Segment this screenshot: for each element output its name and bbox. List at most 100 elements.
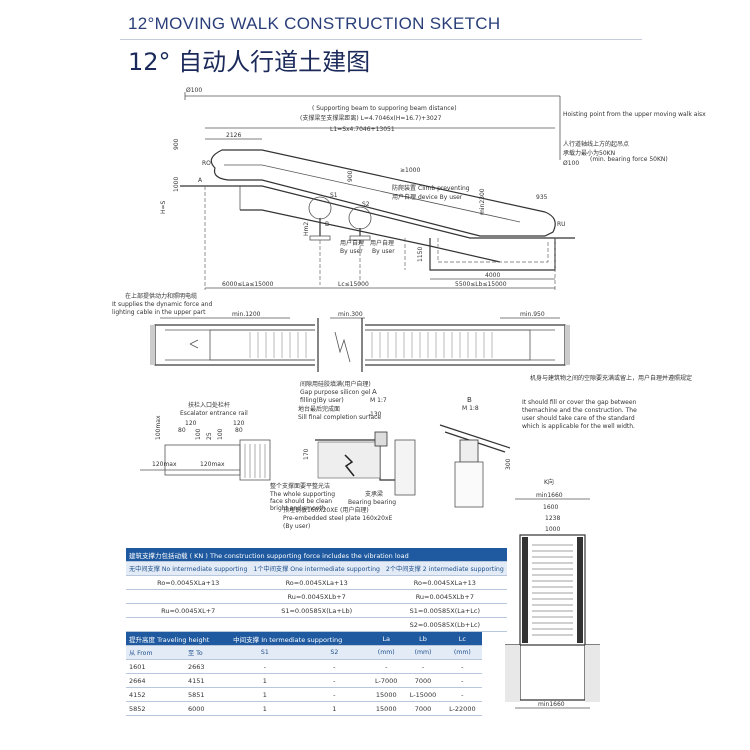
travel-height-table: 提升高度 Traveling height 中间支撑 In termediate… <box>126 632 482 716</box>
rail-en: Escalator entrance rail <box>180 410 248 417</box>
label-ru: RU <box>557 221 566 228</box>
table-cell: L-15000 <box>403 687 443 702</box>
dim-4000: 4000 <box>485 272 500 279</box>
sill-cn: 地台最后完成面 <box>298 405 340 413</box>
table-cell: - <box>442 673 482 688</box>
section-k: K向 min1660 1600 1238 1000 min1660 <box>505 478 600 709</box>
table-cell: Ru=0.0045XLb+7 <box>250 589 383 604</box>
note-climb-en2: device By user <box>418 194 463 201</box>
dim-min1200: min.1200 <box>232 311 261 318</box>
power-en1: It supplies the dynamic force and <box>112 301 212 308</box>
table-cell: - <box>299 673 370 688</box>
table2-lb-unit: (mm) <box>403 645 443 660</box>
table-row: Ro=0.0045XLa+13 Ro=0.0045XLa+13 Ro=0.004… <box>126 575 507 590</box>
table2-from: 从 From <box>126 645 185 660</box>
table2-lb-header: Lb <box>403 632 443 646</box>
label-b: B <box>325 221 329 228</box>
power-en2: lighting cable in the upper part <box>112 309 206 316</box>
hoist-load-en: (min. bearing force 50KN) <box>590 156 668 163</box>
dim-100max: 100max <box>155 415 162 440</box>
table-cell: Ro=0.0045XLa+13 <box>250 575 383 590</box>
label-h: H=S <box>160 200 167 214</box>
dim-170: 170 <box>303 448 310 460</box>
table-cell: 5852 <box>126 701 185 716</box>
plan-view: 在上部提供动力和照明电缆 It supplies the dynamic for… <box>112 292 692 430</box>
detail-a-label: A <box>372 388 377 396</box>
table-cell <box>126 589 251 604</box>
dim-100a: 100 <box>195 428 202 440</box>
table1-col3: 2个中间支撑 2 intermediate supporting <box>382 561 507 576</box>
table-cell: 7000 <box>403 701 443 716</box>
plate-cn: 预埋钢板160X20XE (用户自理) <box>283 506 369 514</box>
rail-cn: 扶栏入口处栏杆 <box>188 401 230 409</box>
dim-min300: min.300 <box>338 311 363 318</box>
by-user-en2: By user <box>372 248 395 255</box>
table-cell: Ro=0.0045XLa+13 <box>382 575 507 590</box>
table-cell: Ru=0.0045XL+7 <box>126 603 251 618</box>
table-cell: 1 <box>230 687 300 702</box>
hoist-en: Hoisting point from the upper moving wal… <box>563 111 706 118</box>
dim-80a: 80 <box>178 427 186 434</box>
table-cell: 15000 <box>369 701 404 716</box>
plate-en2: (By user) <box>283 523 310 530</box>
dim-min1660-top: min1660 <box>536 492 563 499</box>
table-cell: S1=0.00585X(La+Lb) <box>250 603 383 618</box>
table-cell: 1601 <box>126 659 185 674</box>
dim-a1000: ≥1000 <box>400 167 420 174</box>
table-cell: 4152 <box>126 687 185 702</box>
table-cell: S2=0.00585X(Lb+Lc) <box>382 617 507 632</box>
dim-900: 900 <box>173 138 180 150</box>
label-ro: RO <box>202 160 211 167</box>
by-user-cn1: 用户自理 <box>340 239 364 247</box>
sill-en: Sill final completion surface <box>298 414 381 421</box>
section-k-label: K向 <box>544 478 554 486</box>
table-row: 1601 2663 - - - - - <box>126 659 482 674</box>
support-en2: face should be clean <box>270 498 332 505</box>
dim-100b: 100 <box>217 428 224 440</box>
note-beam-en: ( Supporting beam to supporing beam dist… <box>312 105 457 112</box>
table-cell: L-7000 <box>369 673 404 688</box>
power-cn: 在上部提供动力和照明电缆 <box>125 292 197 300</box>
dim-25: 25 <box>206 432 213 440</box>
table-cell: Ru=0.0045XLb+7 <box>382 589 507 604</box>
silicon-en2: filling(By user) <box>300 397 344 404</box>
side-view: Ø100 ( Supporting beam to supporing beam… <box>160 87 706 290</box>
detail-entrance-rail: 扶栏入口处栏杆 Escalator entrance rail 120 120 … <box>140 401 271 481</box>
table-cell: - <box>299 659 370 674</box>
dim-1238: 1238 <box>545 515 560 522</box>
dim-120a: 120 <box>185 420 197 427</box>
note-beam-formula: (支撑梁至支撑梁距离) L=4.7046x(H=16.7)+3027 <box>300 114 442 122</box>
table-cell: 2664 <box>126 673 185 688</box>
table-cell: - <box>369 659 404 674</box>
dim-120b: 120 <box>233 420 245 427</box>
note-climb-en: Climb preventing <box>418 185 470 192</box>
table2-lc-header: Lc <box>442 632 482 646</box>
label-s2: S2 <box>362 201 370 208</box>
dim-lb: 5500≤Lb≤15000 <box>455 281 507 288</box>
table-cell: 1 <box>230 701 300 716</box>
plate-en1: Pre-embedded steel plate 160x20xE <box>283 515 392 522</box>
table2-height-header: 提升高度 Traveling height <box>126 632 231 646</box>
table-cell: S1=0.00585X(La+Lc) <box>382 603 507 618</box>
support-force-table: 建筑支撑力包括动载 ( KN ) The construction suppor… <box>126 548 507 632</box>
note-climb-cn: 防爬装置 <box>392 184 416 192</box>
dim-120max1: 120max <box>152 461 177 468</box>
table-row: Ru=0.0045XL+7 S1=0.00585X(La+Lb) S1=0.00… <box>126 603 507 618</box>
table1-col1: 无中间支撑 No intermediate supporting <box>126 561 251 576</box>
table-cell: 6000 <box>185 701 231 716</box>
title-en: 12°MOVING WALK CONSTRUCTION SKETCH <box>128 14 501 33</box>
gap-en4: which is applicable for the well width. <box>522 423 635 430</box>
table1-col2: 1个中间支撑 One intermediate supporting <box>250 561 383 576</box>
detail-b-label: B <box>467 396 472 404</box>
hoist-load-cn: 承载力最小为50KN <box>563 149 615 157</box>
table-cell: 1 <box>299 701 370 716</box>
table-cell: - <box>442 687 482 702</box>
hoist-cn: 人行道轴线上方的起吊点 <box>563 140 629 148</box>
dim-lc: Lc≤15000 <box>338 281 369 288</box>
gap-en2: themachine and the construction. The <box>522 407 637 414</box>
table-cell <box>250 617 383 632</box>
support-en3: bright and smooth <box>270 505 326 512</box>
table-cell: - <box>230 659 300 674</box>
dim-1600: 1600 <box>543 504 558 511</box>
